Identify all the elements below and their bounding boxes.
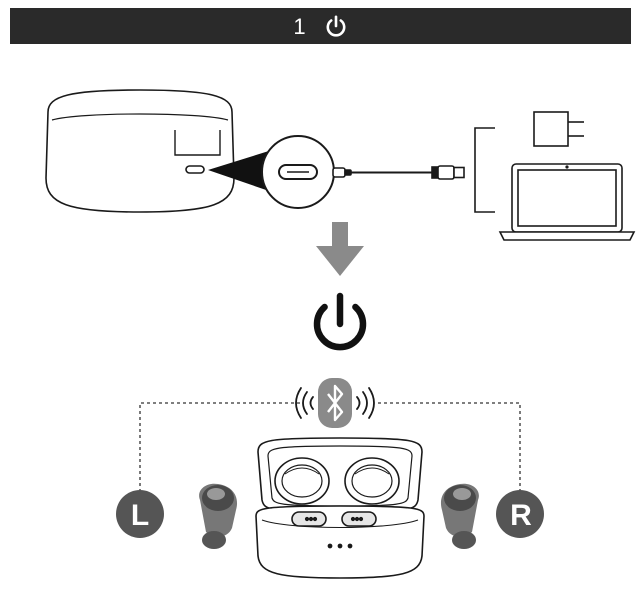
header-bar: 1 — [10, 8, 631, 44]
arrow-down-icon — [316, 222, 364, 276]
wall-charger-icon — [533, 111, 584, 147]
signal-waves-icon — [295, 387, 375, 419]
right-label: R — [510, 499, 532, 532]
left-label: L — [131, 499, 149, 532]
usb-cable — [332, 165, 465, 180]
right-earbud-badge: R — [496, 490, 544, 538]
right-earbud-icon — [440, 483, 479, 549]
power-icon — [313, 292, 367, 351]
step-number: 1 — [293, 14, 306, 40]
bracket — [474, 127, 495, 213]
zoom-indicator — [208, 150, 272, 192]
left-earbud-icon — [199, 483, 238, 549]
power-icon — [326, 15, 346, 37]
laptop-icon — [498, 163, 636, 241]
left-earbud-badge: L — [116, 490, 164, 538]
case-usb-port — [185, 165, 205, 174]
charging-case-back — [45, 89, 235, 213]
usb-c-port-icon — [261, 135, 335, 209]
charging-case-open — [255, 437, 425, 579]
bluetooth-icon — [318, 378, 352, 428]
header-title: 1 — [10, 8, 631, 44]
